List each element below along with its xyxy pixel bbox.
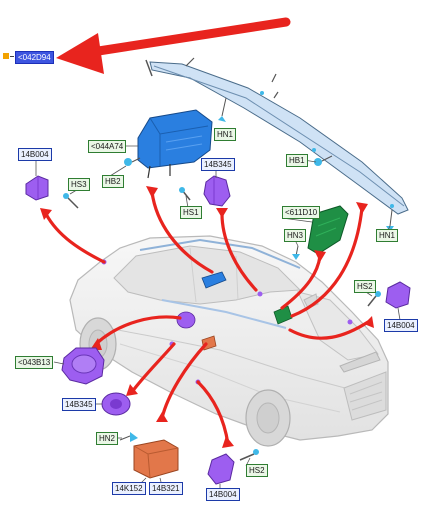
clip-hn3 — [292, 245, 300, 260]
callout-14b004-bottom[interactable]: 14B004 — [206, 488, 240, 501]
callout-14b345-bottom[interactable]: 14B345 — [62, 398, 96, 411]
curtain-airbag — [145, 57, 409, 215]
clip-hs2-bottom — [239, 449, 259, 461]
callout-hs3[interactable]: HS3 — [68, 178, 90, 191]
callout-043b13[interactable]: <043B13 — [15, 356, 54, 369]
pointer-arrow — [56, 17, 291, 74]
sensor-14b004-right — [385, 281, 411, 309]
callout-hn3[interactable]: HN3 — [284, 229, 307, 242]
callout-14b004-right[interactable]: 14B004 — [384, 319, 418, 332]
selection-marker-icon — [3, 53, 9, 59]
callout-044a74[interactable]: <044A74 — [88, 140, 127, 153]
sensor-14b004-left — [25, 175, 49, 201]
callout-hn1-top[interactable]: HN1 — [214, 128, 237, 141]
driver-airbag — [61, 347, 105, 385]
clock-spring-14b345-top — [203, 175, 231, 207]
clip-hb1 — [314, 155, 333, 166]
callout-hs2-right[interactable]: HS2 — [354, 280, 376, 293]
clip-hn2 — [119, 432, 138, 442]
callout-14b321[interactable]: 14B321 — [149, 482, 183, 495]
callout-hs1[interactable]: HS1 — [180, 206, 202, 219]
clip-hn1-top — [218, 97, 227, 122]
selection-dash — [10, 56, 14, 57]
callout-14b345-top[interactable]: 14B345 — [201, 158, 235, 171]
clip-hs2-right — [367, 291, 381, 307]
callout-hn1-right[interactable]: HN1 — [376, 229, 399, 242]
callout-042d94[interactable]: <042D94 — [15, 51, 54, 64]
clip-hs1 — [179, 187, 191, 201]
clock-spring-14b345-bottom — [101, 392, 131, 416]
installed-parts — [101, 259, 353, 385]
clip-hs3 — [63, 193, 79, 209]
callout-14k152[interactable]: 14K152 — [112, 482, 146, 495]
callout-611d10[interactable]: <611D10 — [282, 206, 321, 219]
passenger-airbag-module — [137, 109, 213, 179]
leader-arrowheads — [40, 186, 374, 448]
clip-hb2 — [124, 157, 141, 166]
callout-hb2[interactable]: HB2 — [102, 175, 124, 188]
restraint-control-module — [133, 439, 179, 479]
callout-hn2[interactable]: HN2 — [96, 432, 119, 445]
sensor-14b004-bottom — [207, 453, 235, 485]
callout-14b004-left[interactable]: 14B004 — [18, 148, 52, 161]
callout-hs2-bottom[interactable]: HS2 — [246, 464, 268, 477]
callout-hb1[interactable]: HB1 — [286, 154, 308, 167]
leader-arrows — [44, 190, 370, 446]
